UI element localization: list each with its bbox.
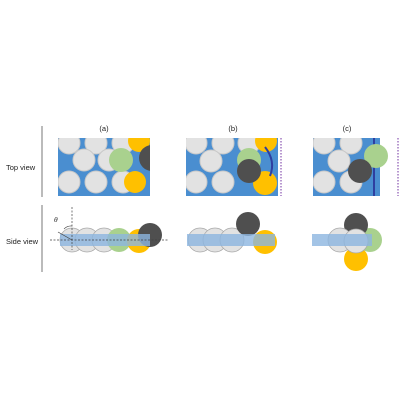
gray-particle	[199, 149, 223, 173]
gray-particle	[313, 170, 336, 194]
panel-label-b: (b)	[228, 124, 238, 133]
dark-particle	[348, 159, 372, 183]
gray-particle	[339, 138, 363, 155]
gray-particle	[211, 138, 235, 155]
gray-particle	[186, 138, 208, 155]
gray-particle	[313, 138, 336, 155]
dark-particle	[237, 159, 261, 183]
green-particle	[109, 148, 133, 172]
gray-particle	[186, 170, 208, 194]
gray-particle	[58, 170, 81, 194]
gray-particle	[72, 148, 96, 172]
theta-symbol: θ	[54, 215, 58, 224]
side-view-panel-b	[187, 212, 277, 254]
gray-particle	[58, 138, 81, 155]
green-particle	[364, 144, 388, 168]
meniscus-curve	[264, 146, 274, 177]
liquid-film-band	[312, 234, 372, 246]
top-view-panel-c	[313, 138, 399, 196]
dark-particle	[236, 212, 260, 236]
panel-label-a: (a)	[99, 124, 109, 133]
angle-arc	[63, 225, 73, 230]
gray-particle	[84, 138, 108, 155]
gray-particle	[84, 170, 108, 194]
contact-angle-line	[57, 231, 73, 241]
side-view-panel-a: θ	[50, 207, 168, 253]
liquid-film-band	[60, 234, 150, 246]
panel-label-c: (c)	[343, 124, 352, 133]
top-view-panel-b	[186, 138, 282, 196]
dark-particle	[139, 145, 150, 171]
yellow-particle	[344, 247, 368, 271]
side-view-panel-c	[312, 213, 382, 271]
yellow-particle	[255, 138, 277, 152]
gray-particle	[211, 170, 235, 194]
row-label-side-view: Side view	[6, 237, 39, 246]
yellow-particle	[124, 171, 146, 193]
top-view-panel-a	[58, 138, 150, 196]
liquid-film-band	[187, 234, 275, 246]
row-label-top-view: Top view	[6, 163, 36, 172]
gray-particle	[327, 149, 351, 173]
